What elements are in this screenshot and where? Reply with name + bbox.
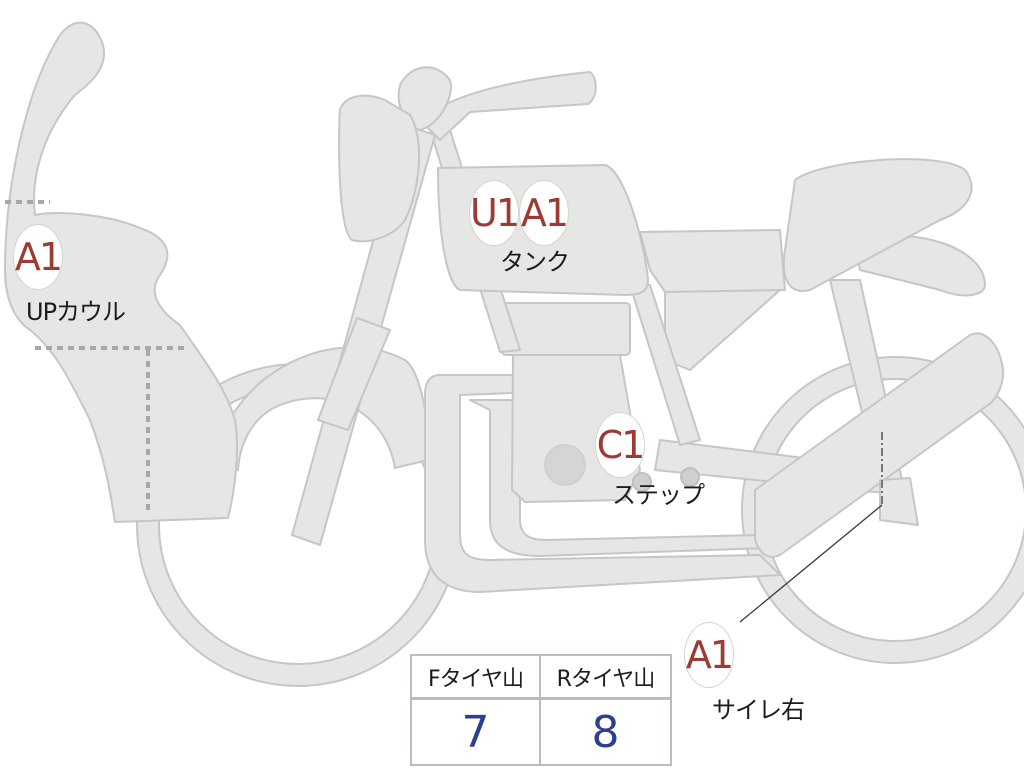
marker-badge-upper-cowl: A1 [13, 224, 63, 290]
seat-front [639, 229, 786, 293]
muffler-leader [739, 504, 883, 623]
marker-code: A1 [520, 191, 569, 235]
rear-tire-value: 8 [591, 706, 620, 758]
exhaust-pipe [424, 374, 781, 593]
rear-tire-header: Rタイヤ山 [541, 656, 670, 700]
marker-label-tank: タンク [500, 248, 570, 276]
marker-code: A1 [685, 633, 734, 677]
seat-rear [782, 158, 973, 292]
handlebar [419, 71, 597, 141]
engine-top [501, 302, 631, 356]
marker-code: C1 [596, 423, 646, 467]
front-tire-header: Fタイヤ山 [412, 656, 541, 700]
marker-label-step: ステップ [612, 481, 705, 509]
marker-badge-step: C1 [595, 412, 645, 478]
marker-badge-muffler-right: A1 [684, 622, 734, 688]
marker-label-upper-cowl: UPカウル [26, 298, 126, 326]
marker-label-muffler-right: サイレ右 [712, 696, 805, 724]
upper-cowl [4, 21, 239, 523]
marker-code: U1 [470, 191, 520, 235]
front-tire-value: 7 [412, 700, 541, 764]
marker-code: A1 [14, 235, 63, 279]
marker-badge-tank-a1: A1 [519, 180, 569, 246]
rear-wheel [742, 357, 1024, 663]
marker-badge-tank-u1: U1 [469, 180, 520, 246]
headlight [338, 94, 420, 243]
muffler-right [754, 332, 1005, 558]
tire-tread-table: Fタイヤ山 Rタイヤ山 7 8 [410, 654, 672, 766]
